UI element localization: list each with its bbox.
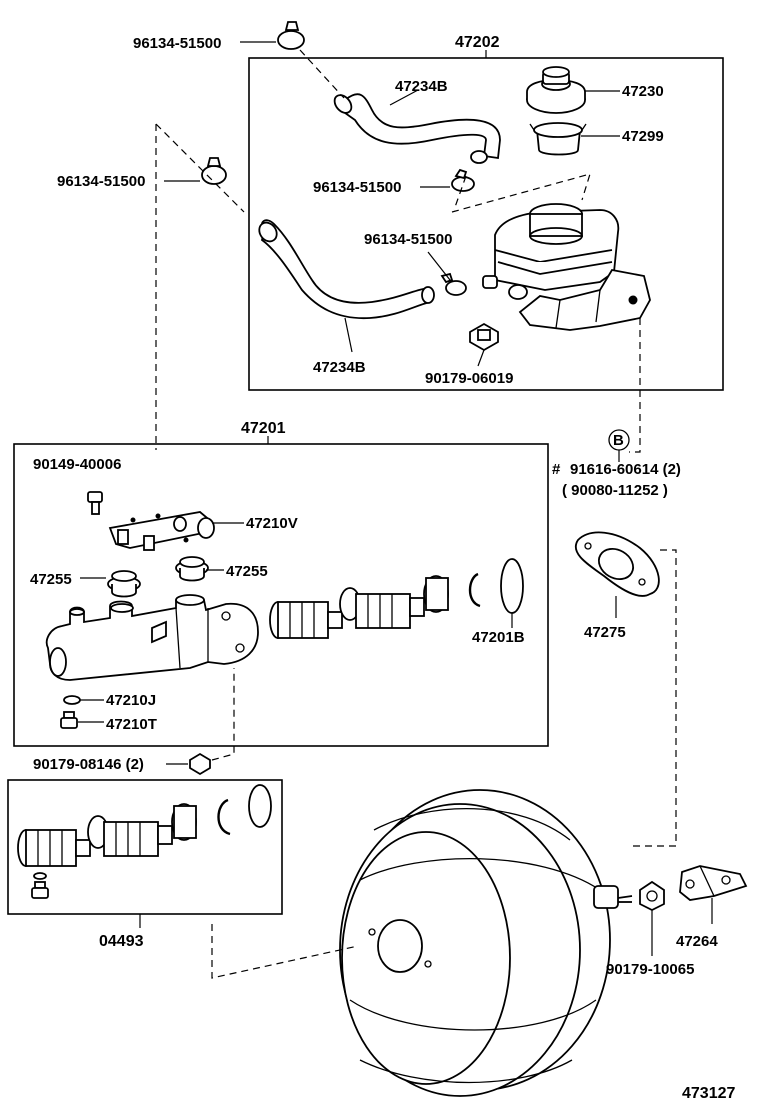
master-cylinder-body — [45, 594, 259, 681]
dash-clip-to-reservoir — [451, 173, 591, 213]
label-90179-06019: 90179-06019 — [425, 370, 513, 387]
master-cylinder-group: 47201 90149-40006 47210V 47255 — [13, 420, 549, 747]
label-90149-40006: 90149-40006 — [33, 456, 121, 473]
nut-90179-10065 — [639, 880, 665, 912]
reservoir-cap-47230 — [526, 66, 586, 114]
snap-ring — [468, 572, 481, 608]
label-47255-left: 47255 — [30, 571, 72, 588]
hose-clip-low — [440, 272, 467, 296]
dash-left-clip — [155, 123, 245, 213]
hose-clip-left — [201, 157, 227, 185]
label-47201: 47201 — [241, 420, 286, 437]
diagram-number: 473127 — [682, 1085, 735, 1102]
label-90179-10065: 90179-10065 — [606, 961, 694, 978]
label-47299: 47299 — [622, 128, 664, 145]
label-90179-08146: 90179-08146 (2) — [33, 756, 144, 773]
label-96134-51500-top: 96134-51500 — [133, 35, 221, 52]
dash-reservoir-to-b — [629, 318, 641, 453]
repair-kit-group: 04493 — [7, 779, 283, 950]
grommet-right — [175, 556, 209, 582]
reservoir-assembly-group: 47202 47234B 47230 47299 — [248, 34, 724, 391]
strainer-47299 — [529, 122, 587, 156]
dash-top-clip — [299, 49, 345, 99]
brake-booster — [339, 789, 633, 1097]
label-96134-51500-left: 96134-51500 — [57, 173, 145, 190]
gasket-47210J — [63, 695, 81, 705]
label-96134-51500-mid: 96134-51500 — [313, 179, 401, 196]
upper-hose-47234B — [336, 93, 501, 160]
dash-kit-to-booster — [211, 924, 359, 979]
bolt-90149-40006 — [87, 491, 103, 515]
label-96134-51500-low: 96134-51500 — [364, 231, 452, 248]
label-47275: 47275 — [584, 624, 626, 641]
lower-hose-47234B — [261, 219, 432, 319]
label-47264: 47264 — [676, 933, 718, 950]
union-47210V — [108, 511, 215, 551]
upper-hose-start — [333, 94, 353, 114]
label-47255-right: 47255 — [226, 563, 268, 580]
reservoir-tank — [482, 203, 651, 331]
grommet-left — [107, 570, 141, 598]
label-47234B-lower: 47234B — [313, 359, 366, 376]
hose-clip-top — [277, 21, 305, 50]
label-47201B: 47201B — [472, 629, 525, 646]
label-91616-60614: 91616-60614 (2) — [570, 461, 681, 478]
bracket-47264 — [679, 865, 748, 901]
label-47230: 47230 — [622, 83, 664, 100]
label-90080-11252: ( 90080-11252 ) — [562, 482, 668, 499]
label-47202: 47202 — [455, 34, 500, 51]
booster-gasket-47275 — [574, 531, 660, 597]
label-hash: # — [552, 461, 561, 478]
upper-hose-end — [470, 150, 488, 164]
reservoir-nut-90179-06019 — [469, 322, 499, 352]
label-47210T: 47210T — [106, 716, 157, 733]
repair-kit-box — [7, 779, 283, 915]
piston-assembly — [269, 575, 449, 639]
o-ring — [500, 558, 524, 614]
bolt-47210T — [60, 711, 78, 729]
label-47210V: 47210V — [246, 515, 298, 532]
hose-clip-mid — [451, 168, 475, 192]
label-47234B-upper: 47234B — [395, 78, 448, 95]
label-04493: 04493 — [99, 933, 144, 950]
label-ref-b: B — [613, 432, 624, 449]
master-cylinder-box — [13, 443, 549, 747]
label-47210J: 47210J — [106, 692, 156, 709]
nut-90179-08146 — [189, 752, 211, 776]
